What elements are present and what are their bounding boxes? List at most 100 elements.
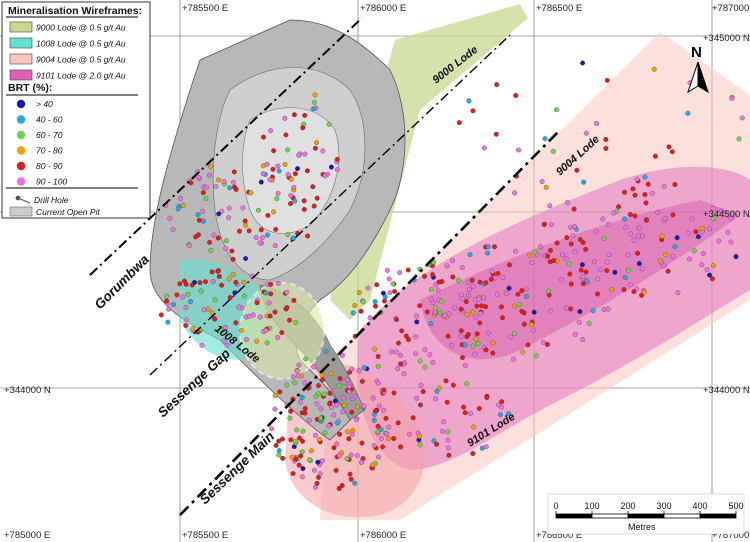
- drill-hole-collar: [314, 401, 320, 407]
- easting-label-bottom: +786500 E: [536, 530, 582, 541]
- drill-hole-collar: [470, 108, 476, 114]
- drill-hole-collar: [685, 110, 691, 116]
- scale-segment: [627, 513, 665, 519]
- drill-hole-collar: [355, 404, 361, 410]
- drill-hole-collar: [354, 453, 360, 459]
- drill-hole-collar: [370, 462, 376, 468]
- drill-hole-collar: [422, 364, 428, 370]
- drill-hole-collar: [704, 267, 710, 272]
- drill-hole-collar: [244, 337, 249, 343]
- drill-hole-collar: [442, 312, 448, 318]
- drill-hole-collar: [285, 172, 291, 177]
- drill-hole-collar: [718, 208, 724, 214]
- drill-hole-collar: [216, 268, 221, 274]
- drill-hole-collar: [326, 121, 332, 127]
- drill-hole-collar: [311, 467, 317, 473]
- drill-hole-collar: [165, 319, 171, 325]
- drill-hole-collar: [687, 256, 692, 262]
- drill-hole-collar: [331, 445, 337, 451]
- drill-hole-collar: [352, 394, 358, 399]
- drill-hole-collar: [410, 415, 416, 421]
- drill-hole-collar: [170, 226, 176, 232]
- drill-hole-collar: [467, 410, 473, 416]
- drill-hole-collar: [543, 184, 549, 190]
- drill-hole-collar: [499, 404, 504, 410]
- north-arrow: N: [687, 44, 709, 94]
- drill-hole-collar: [461, 404, 467, 410]
- drill-hole-collar: [328, 371, 334, 376]
- drill-hole-collar: [289, 454, 295, 460]
- scale-segment: [555, 513, 593, 519]
- drill-hole-collar: [513, 93, 519, 98]
- drill-hole-collar: [285, 232, 291, 237]
- drill-hole-collar: [606, 252, 612, 257]
- drill-hole-collar: [274, 196, 280, 202]
- drill-hole-collar: [180, 294, 186, 300]
- drill-hole-collar: [420, 389, 426, 395]
- drill-hole-collar: [666, 144, 672, 150]
- drill-hole-collar: [601, 307, 607, 312]
- drill-hole-collar: [290, 374, 296, 380]
- drill-hole-collar: [483, 347, 489, 353]
- drill-hole-collar: [352, 480, 358, 486]
- drill-hole-collar: [463, 299, 469, 304]
- drill-hole-collar: [498, 304, 504, 310]
- drill-hole-collar: [416, 433, 422, 439]
- drill-hole-collar: [372, 346, 378, 352]
- drill-hole-collar: [728, 239, 734, 245]
- drill-hole-collar: [499, 399, 505, 405]
- easting-label-top: +786000 E: [360, 3, 406, 14]
- drill-hole-collar: [507, 262, 512, 268]
- drill-hole-collar: [292, 198, 298, 204]
- drill-hole-collar: [230, 271, 236, 277]
- drill-hole-collar: [642, 174, 648, 180]
- drill-hole-collar: [392, 288, 398, 294]
- drill-hole-collar: [657, 258, 663, 264]
- drill-hole-collar: [631, 289, 637, 295]
- drill-hole-collar: [375, 363, 381, 369]
- drill-hole-collar: [297, 435, 303, 441]
- drill-hole-collar: [382, 294, 388, 300]
- drill-hole-collar: [672, 182, 678, 188]
- drill-hole-collar: [296, 362, 302, 368]
- drill-hole-collar: [433, 396, 438, 402]
- drill-hole-collar: [372, 299, 378, 305]
- drill-hole-collar: [434, 388, 440, 394]
- drill-hole-collar: [216, 177, 221, 183]
- drill-hole-collar: [466, 293, 471, 299]
- drill-hole-collar: [259, 235, 265, 241]
- drill-hole-collar: [242, 218, 248, 224]
- drill-hole-collar: [733, 254, 739, 260]
- drill-hole-collar: [581, 179, 587, 185]
- drill-hole-collar: [201, 218, 206, 224]
- drill-hole-collar: [336, 383, 342, 389]
- drill-hole-collar: [651, 66, 657, 72]
- drill-hole-collar: [542, 136, 548, 142]
- drill-hole-collar: [241, 279, 247, 285]
- sessenge-gap-fault: [149, 34, 511, 376]
- drill-hole-collar: [458, 328, 464, 334]
- drill-hole-collar: [625, 252, 631, 258]
- drill-hole-collar: [470, 343, 476, 349]
- drill-hole-collar: [586, 321, 592, 326]
- drill-hole-collar: [254, 338, 260, 344]
- lode-9101-wireframe: [357, 166, 750, 470]
- drill-hole-collar: [570, 233, 576, 239]
- drill-hole-collar: [183, 317, 189, 323]
- drill-hole-collar: [477, 320, 483, 326]
- drill-hole-collar: [571, 224, 577, 229]
- scale-tick-label: 400: [692, 501, 707, 511]
- drill-hole-collar: [483, 304, 489, 310]
- drill-hole-collar: [301, 206, 307, 212]
- drill-hole-collar: [604, 259, 610, 265]
- drill-hole-collar: [213, 183, 219, 189]
- drill-hole-collar: [296, 152, 302, 158]
- drill-hole-collar: [236, 304, 242, 310]
- drill-hole-legend-symbol: [15, 195, 31, 204]
- wireframe-legend-swatch: [9, 53, 33, 65]
- drill-hole-collar: [216, 211, 222, 217]
- drill-hole-collar: [490, 350, 496, 356]
- drill-hole-collar: [240, 205, 246, 211]
- drill-hole-collar: [551, 258, 557, 264]
- drill-hole-collar: [340, 352, 345, 358]
